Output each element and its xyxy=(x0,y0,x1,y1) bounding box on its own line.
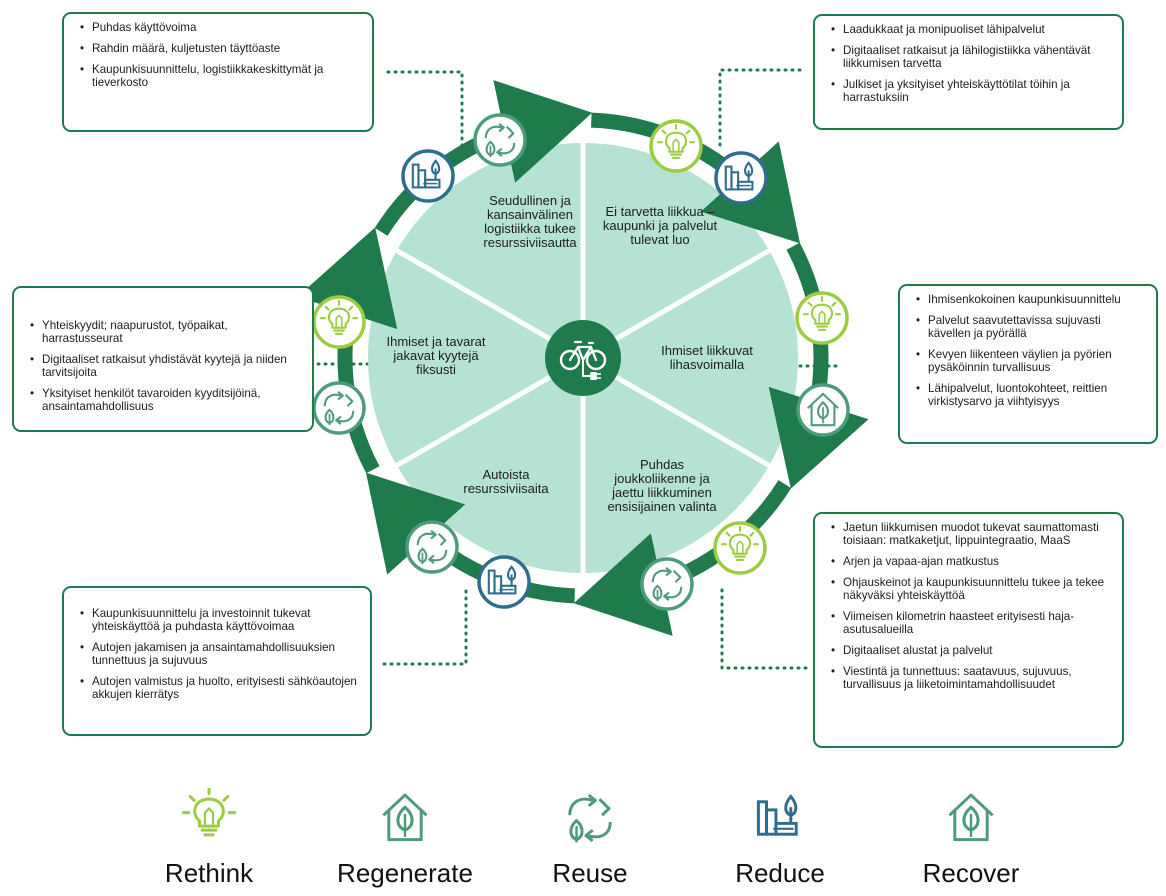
dotted-connector xyxy=(720,588,808,670)
box-mid-right: Ihmisenkokoinen kaupunkisuunnittelu Palv… xyxy=(898,284,1158,444)
list-item: Palvelut saavutettavissa sujuvasti kävel… xyxy=(916,314,1146,340)
reduce-icon xyxy=(477,555,531,609)
list-item: Kaupunkisuunnittelu ja investoinnit tuke… xyxy=(80,607,360,633)
dotted-connector xyxy=(382,584,468,666)
list-item: Autojen jakamisen ja ansaintamahdollisuu… xyxy=(80,641,360,667)
reduce-icon xyxy=(714,151,768,205)
regenerate-icon xyxy=(382,793,428,842)
list-item: Digitaaliset ratkaisut ja lähilogistiikk… xyxy=(831,44,1112,70)
list-item: Lähipalvelut, luontokohteet, reittien vi… xyxy=(916,382,1146,408)
reuse-icon xyxy=(568,793,612,843)
list-item: Ohjauskeinot ja kaupunkisuunnittelu tuke… xyxy=(831,576,1112,602)
legend-rethink: Rethink xyxy=(129,788,289,888)
list-item: Ihmisenkokoinen kaupunkisuunnittelu xyxy=(916,293,1146,306)
box-mid-left: Yhteiskyydit; naapurustot, työpaikat, ha… xyxy=(12,286,314,432)
list-item: Kaupunkisuunnittelu, logistiikkakeskitty… xyxy=(80,63,362,89)
reuse-icon xyxy=(640,557,694,611)
reduce-icon xyxy=(756,794,798,836)
legend-label: Reuse xyxy=(552,858,628,888)
list-item: Digitaaliset alustat ja palvelut xyxy=(831,644,1112,657)
list-item: Autojen valmistus ja huolto, erityisesti… xyxy=(80,675,360,701)
list-item: Jaetun liikkumisen muodot tukevat saumat… xyxy=(831,521,1112,547)
box-top-right: Laadukkaat ja monipuoliset lähipalvelut … xyxy=(813,14,1124,130)
list-item: Kevyen liikenteen väylien ja pyörien pys… xyxy=(916,348,1146,374)
recover-icon xyxy=(796,383,850,437)
reuse-icon xyxy=(473,113,527,167)
reuse-icon xyxy=(312,381,366,435)
legend-label: Rethink xyxy=(164,858,254,888)
legend-reduce: Reduce xyxy=(700,788,860,888)
reuse-icon xyxy=(405,520,459,574)
list-item: Rahdin määrä, kuljetusten täyttöaste xyxy=(80,42,362,55)
legend-regenerate: Regenerate xyxy=(325,788,485,888)
legend-reuse: Reuse xyxy=(510,788,670,888)
segment-label: Ei tarvetta liikkua –kaupunki ja palvelu… xyxy=(603,204,718,247)
legend-recover: Recover xyxy=(891,788,1051,888)
box-top-left: Puhdas käyttövoima Rahdin määrä, kuljetu… xyxy=(62,12,374,132)
rethink-icon xyxy=(649,119,703,173)
box-bottom-right: Jaetun liikkumisen muodot tukevat saumat… xyxy=(813,512,1124,748)
list-item: Arjen ja vapaa-ajan matkustus xyxy=(831,555,1112,568)
rethink-icon xyxy=(312,295,366,349)
list-item: Julkiset ja yksityiset yhteiskäyttötilat… xyxy=(831,78,1112,104)
list-item: Laadukkaat ja monipuoliset lähipalvelut xyxy=(831,23,1112,36)
list-item: Viimeisen kilometrin haasteet erityisest… xyxy=(831,610,1112,636)
list-item: Viestintä ja tunnettuus: saatavuus, suju… xyxy=(831,665,1112,691)
legend-label: Reduce xyxy=(735,858,825,888)
recover-icon xyxy=(948,793,994,842)
list-item: Digitaaliset ratkaisut yhdistävät kyytej… xyxy=(30,353,302,379)
rethink-icon xyxy=(713,521,767,575)
list-item: Yhteiskyydit; naapurustot, työpaikat, ha… xyxy=(30,319,302,345)
list-item: Puhdas käyttövoima xyxy=(80,21,362,34)
dotted-connector xyxy=(386,70,464,150)
legend-label: Recover xyxy=(922,858,1020,888)
list-item: Yksityiset henkilöt tavaroiden kyyditsij… xyxy=(30,387,302,413)
rethink-icon xyxy=(181,788,237,837)
rethink-icon xyxy=(795,291,849,345)
reduce-icon xyxy=(401,149,455,203)
dotted-connector xyxy=(718,68,802,150)
bicycle-charging-icon xyxy=(545,320,621,396)
box-bottom-left: Kaupunkisuunnittelu ja investoinnit tuke… xyxy=(62,586,372,736)
legend-label: Regenerate xyxy=(337,858,473,888)
